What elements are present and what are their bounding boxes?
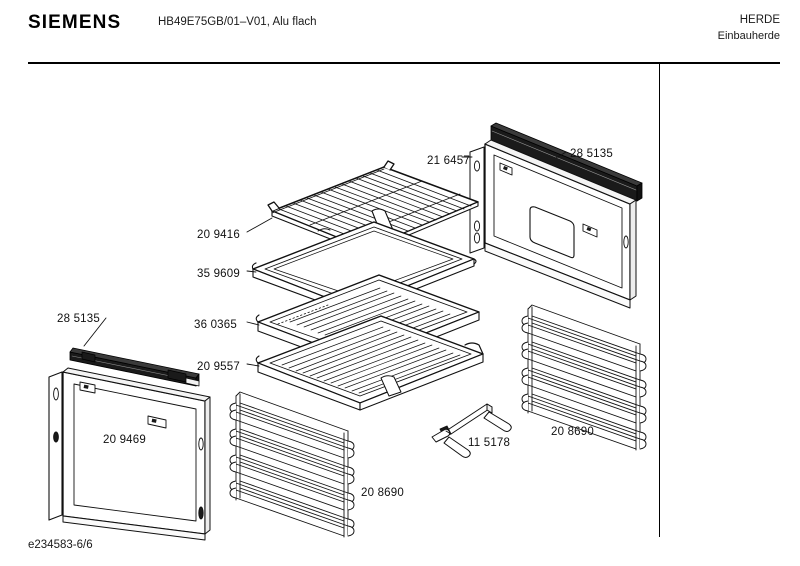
callout-20-9557: 20 9557 [197, 361, 240, 373]
callout-28-5135-right: 28 5135 [570, 148, 613, 160]
callout-21-6457: 21 6457 [427, 155, 470, 167]
part-20-9557-grill-pan [255, 315, 484, 411]
callout-35-9609: 35 9609 [197, 268, 240, 280]
part-21-6457-door-inner-panel [469, 146, 485, 254]
part-28-5135-right-trim [490, 122, 643, 202]
part-20-8690-shelf-support-right [521, 304, 647, 451]
callout-20-9469: 20 9469 [103, 434, 146, 446]
callout-36-0365: 36 0365 [194, 319, 237, 331]
siemens-logo: SIEMENS [28, 12, 122, 33]
part-11-5178-rail-bracket [431, 403, 512, 458]
right-column-divider-rule [659, 63, 660, 537]
part-20-8690-shelf-support-left [229, 391, 355, 538]
part-28-5135-left-trim [69, 347, 200, 387]
callout-20-9416: 20 9416 [197, 229, 240, 241]
category-block: HERDE Einbauherde [718, 13, 780, 43]
callout-20-8690-left: 20 8690 [361, 487, 404, 499]
header-divider-rule [28, 62, 780, 64]
callout-leader-lines [83, 151, 567, 367]
part-21-6457-door-frame-right [484, 139, 637, 309]
document-code: e234583-6/6 [28, 539, 93, 551]
callout-28-5135-left: 28 5135 [57, 313, 100, 325]
category-label: HERDE [739, 14, 780, 26]
callout-11-5178: 11 5178 [468, 437, 511, 449]
part-20-9469-inner-door-panel [48, 367, 211, 541]
category-subtype-label: Einbauherde [717, 29, 780, 42]
model-designation: HB49E75GB/01–V01, Alu flach [158, 16, 317, 28]
callout-20-8690-right: 20 8690 [551, 426, 594, 438]
